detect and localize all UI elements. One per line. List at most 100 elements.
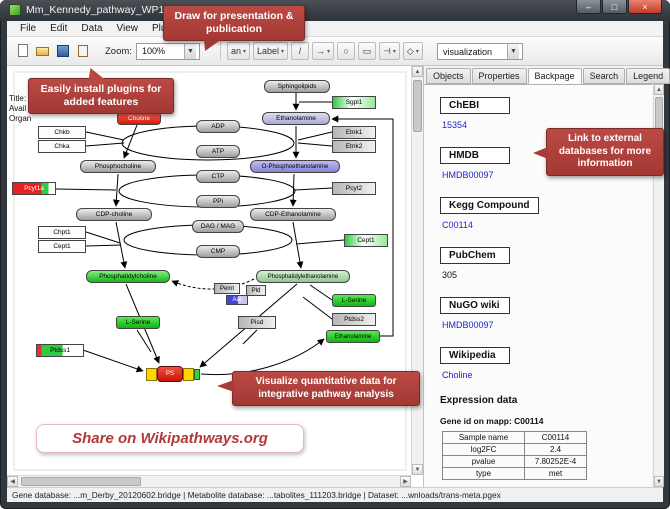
maximize-button[interactable]: □	[602, 0, 627, 14]
ellipse-tool[interactable]: ○	[337, 42, 356, 60]
expression-table-cell: 7.80252E-4	[524, 455, 587, 468]
pathway-node[interactable]: Chpt1	[38, 226, 86, 239]
datanode-tool[interactable]: an▾	[226, 42, 250, 60]
pathway-node[interactable]: Phosphatidylethanolamine	[256, 270, 350, 283]
open-file-icon[interactable]	[35, 43, 51, 59]
horizontal-scroll-thumb[interactable]	[21, 477, 141, 486]
chevron-down-icon: ▾	[327, 48, 331, 55]
zoom-combo[interactable]: 100% ▼	[135, 42, 200, 60]
label-tool[interactable]: Label▾	[252, 42, 289, 60]
scroll-up-icon[interactable]: ▲	[412, 66, 423, 77]
pathway-node[interactable]: Pemt	[214, 283, 240, 294]
arrow-tool[interactable]: →▾	[312, 42, 335, 60]
pathway-node[interactable]: Ethanolamine	[262, 112, 330, 125]
scroll-down-icon[interactable]: ▼	[654, 476, 664, 487]
expression-data-title: Expression data	[440, 395, 518, 406]
backpage-section-header: ChEBI	[440, 97, 510, 114]
zoom-value: 100%	[141, 46, 165, 56]
pathway-node[interactable]: Cept1	[344, 234, 388, 247]
pathway-node[interactable]: Etnk1	[332, 126, 376, 139]
vertical-scroll-thumb[interactable]	[413, 80, 422, 132]
save-file-icon[interactable]	[55, 43, 71, 59]
external-db-link[interactable]: C00114	[442, 220, 473, 230]
pathway-node[interactable]: Sphingolipids	[264, 80, 330, 93]
pathway-node[interactable]: Pcyt1a	[12, 182, 56, 195]
pathway-node[interactable]: ATP	[196, 145, 240, 158]
pathway-node[interactable]: L-Serine	[332, 294, 376, 307]
close-button[interactable]: ×	[628, 0, 662, 14]
external-db-link[interactable]: Choline	[442, 370, 473, 380]
visualization-combo[interactable]: visualization ▼	[437, 43, 523, 60]
external-db-link[interactable]: HMDB00097	[442, 320, 494, 330]
pathway-node[interactable]: Phosphocholine	[80, 160, 156, 173]
pathway-node[interactable]: PPi	[196, 195, 240, 208]
chevron-down-icon[interactable]: ▼	[507, 44, 519, 59]
expression-sample-box	[146, 367, 157, 381]
pathway-node[interactable]: CMP	[196, 245, 240, 258]
pathway-node[interactable]: Sgpl1	[332, 96, 376, 109]
pathway-node[interactable]: DAG / MAG	[192, 220, 244, 233]
tab-search[interactable]: Search	[582, 68, 626, 84]
new-file-icon[interactable]	[15, 43, 31, 59]
external-db-link[interactable]: 15354	[442, 120, 468, 130]
tab-legend[interactable]: Legend	[626, 68, 670, 84]
title-bar: Mm_Kennedy_pathway_WP1771_45176.gpml – □…	[0, 0, 670, 21]
menu-view[interactable]: View	[116, 23, 138, 34]
backpage-section-header: NuGO wiki	[440, 297, 510, 314]
callout-draw-text: Draw for presentation & publication	[174, 10, 294, 36]
canvas-vertical-scrollbar[interactable]: ▲ ▼	[411, 66, 423, 475]
callout-plugins: Easily install plugins for added feature…	[28, 68, 174, 115]
pathway-node[interactable]: CDP-choline	[76, 208, 152, 221]
pathway-node[interactable]: Phosphatidylcholine	[86, 270, 170, 283]
inhibition-tool[interactable]: ⊣▾	[379, 42, 400, 60]
scroll-right-icon[interactable]: ▶	[400, 476, 411, 487]
pathway-node[interactable]: Chkb	[38, 126, 86, 139]
pathway-node[interactable]: CTP	[196, 170, 240, 183]
expression-table-cell: Sample name	[442, 431, 525, 444]
share-banner: Share on Wikipathways.org	[36, 424, 304, 453]
scroll-left-icon[interactable]: ◀	[7, 476, 18, 487]
pathway-node-expression[interactable]: PS	[146, 366, 200, 382]
pathway-node[interactable]: Pld	[246, 285, 266, 296]
tab-backpage[interactable]: Backpage	[527, 68, 582, 84]
pathway-node[interactable]: Ptdss1	[36, 344, 84, 357]
tab-properties[interactable]: Properties	[471, 68, 527, 84]
expression-sample-box	[194, 368, 200, 380]
expression-table-cell: type	[442, 467, 525, 480]
tab-objects[interactable]: Objects	[426, 68, 471, 84]
menu-edit[interactable]: Edit	[50, 23, 68, 34]
menu-file[interactable]: File	[20, 23, 37, 34]
callout-draw: Draw for presentation & publication	[163, 5, 305, 52]
callout-pointer-icon	[85, 68, 106, 80]
pathway-node[interactable]: ADP	[196, 120, 240, 133]
pathway-node[interactable]: Pcyt2	[332, 182, 376, 195]
minimize-button[interactable]: –	[576, 0, 601, 14]
pathway-node[interactable]: Ptdss2	[332, 313, 376, 326]
scroll-up-icon[interactable]: ▲	[654, 84, 664, 95]
line-tool[interactable]: /	[291, 42, 310, 60]
external-db-link[interactable]: HMDB00097	[442, 170, 494, 180]
window-controls: – □ ×	[575, 0, 662, 14]
chevron-down-icon[interactable]: ▼	[183, 43, 196, 59]
pathway-node[interactable]: Cept1	[38, 240, 86, 253]
rectangle-tool[interactable]: ▭	[358, 42, 377, 60]
pathway-node[interactable]: Chka	[38, 140, 86, 153]
pathway-node[interactable]: L-Serine	[116, 316, 160, 329]
shape-tool[interactable]: ◇▾	[402, 42, 423, 60]
canvas-horizontal-scrollbar[interactable]: ◀ ▶	[7, 475, 411, 487]
pathway-node[interactable]: Etnk2	[332, 140, 376, 153]
pathway-node[interactable]: Pisd	[238, 316, 276, 329]
pathway-node[interactable]: Ethanolamine	[326, 330, 380, 343]
pathway-node[interactable]: O-Phosphoethanolamine	[250, 160, 340, 173]
clipboard-icon[interactable]	[75, 43, 91, 59]
menu-data[interactable]: Data	[81, 23, 103, 34]
pathway-node[interactable]: CDP-Ethanolamine	[250, 208, 336, 221]
scroll-down-icon[interactable]: ▼	[412, 464, 423, 475]
pathway-node[interactable]: Aat	[226, 295, 248, 305]
